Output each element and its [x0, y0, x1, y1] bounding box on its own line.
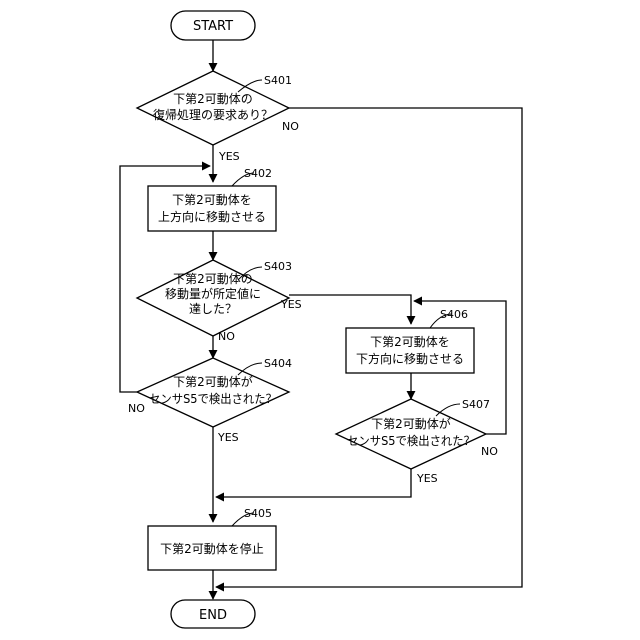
s407-line-2: センサS5で検出された？ — [347, 434, 475, 448]
s401-line-1: 下第2可動体の — [173, 92, 253, 106]
s407-step-label: S407 — [462, 398, 490, 411]
s403-yes-label: YES — [280, 298, 302, 311]
start-text: START — [193, 19, 233, 34]
decision-s403: 下第2可動体の 移動量が所定値に 達した？ S403 — [137, 260, 292, 336]
edge-s407-merge — [216, 469, 411, 497]
s404-yes-label: YES — [217, 431, 239, 444]
s401-yes-label: YES — [218, 150, 240, 163]
s406-step-label: S406 — [440, 308, 468, 321]
edge-s403-s406 — [289, 295, 411, 324]
process-s402: 下第2可動体を 上方向に移動させる S402 — [148, 167, 276, 231]
s405-step-label: S405 — [244, 507, 272, 520]
process-s406: 下第2可動体を 下方向に移動させる S406 — [346, 308, 474, 373]
s403-step-label: S403 — [264, 260, 292, 273]
decision-s401: 下第2可動体の 復帰処理の要求あり？ S401 — [137, 71, 292, 145]
s404-line-2: センサS5で検出された？ — [149, 392, 277, 406]
s401-step-label: S401 — [264, 74, 292, 87]
s403-line-1: 下第2可動体の — [173, 272, 253, 286]
end-terminal: END — [171, 600, 255, 628]
s404-line-1: 下第2可動体が — [173, 374, 253, 389]
s406-line-1: 下第2可動体を — [370, 335, 450, 349]
s407-no-label: NO — [481, 445, 498, 458]
s405-line-1: 下第2可動体を停止 — [160, 541, 264, 556]
decision-s407: 下第2可動体が センサS5で検出された？ S407 — [336, 398, 490, 469]
s403-line-2: 移動量が所定値に — [165, 286, 261, 301]
start-terminal: START — [171, 11, 255, 40]
s402-line-1: 下第2可動体を — [172, 193, 252, 207]
s401-no-label: NO — [282, 120, 299, 133]
s407-yes-label: YES — [416, 472, 438, 485]
s404-no-label: NO — [128, 402, 145, 415]
s401-line-2: 復帰処理の要求あり？ — [153, 107, 273, 122]
s403-no-label: NO — [218, 330, 235, 343]
s406-line-2: 下方向に移動させる — [356, 351, 464, 366]
s407-line-1: 下第2可動体が — [371, 416, 451, 431]
s403-line-3: 達した？ — [189, 302, 237, 316]
s402-step-label: S402 — [244, 167, 272, 180]
end-text: END — [199, 608, 227, 623]
s402-line-2: 上方向に移動させる — [158, 209, 266, 224]
s404-step-label: S404 — [264, 357, 292, 370]
decision-s404: 下第2可動体が センサS5で検出された？ S404 — [137, 357, 292, 427]
process-s405: 下第2可動体を停止 S405 — [148, 507, 276, 570]
